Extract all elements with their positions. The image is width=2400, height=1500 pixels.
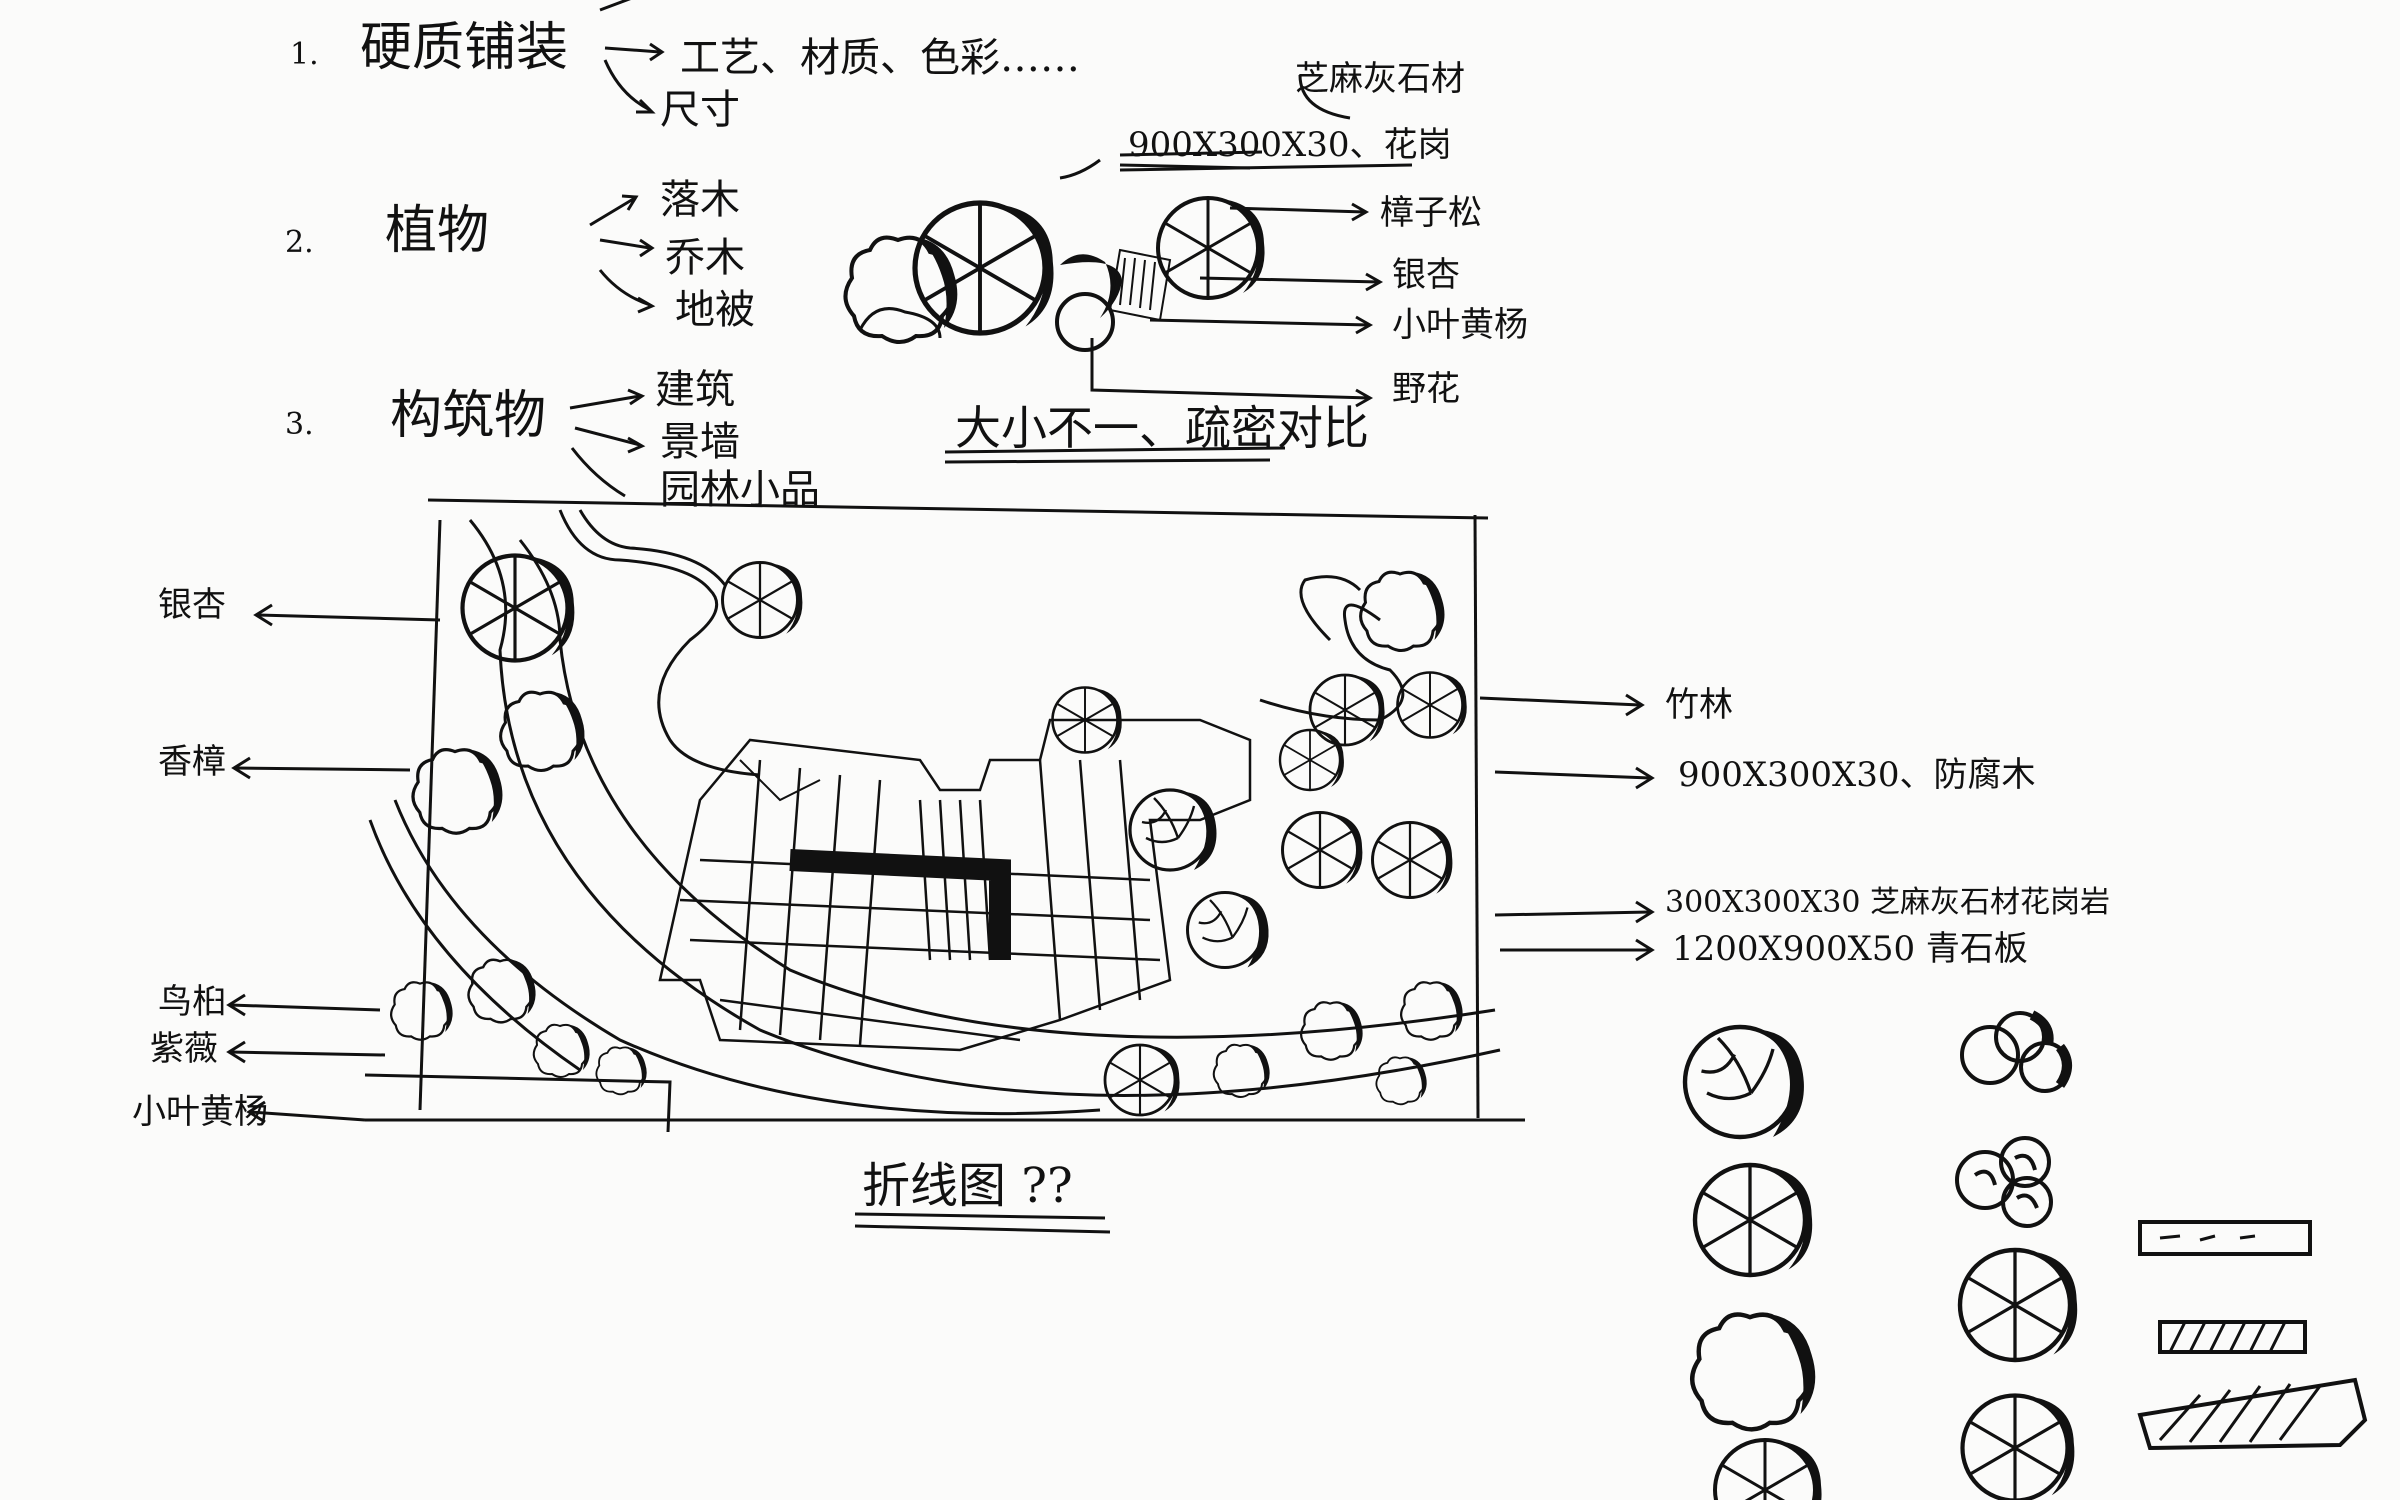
plan-label-tallow: 鸟桕 (158, 982, 226, 1022)
legend-label-boxwood: 小叶黄杨 (1392, 305, 1528, 345)
legend-size-note: 900X300X30、花岗 (1128, 125, 1452, 165)
outline-title-hard-paving: 硬质铺装 (360, 18, 569, 78)
outline-detail-groundcover: 地被 (675, 287, 755, 333)
plan-label-ginkgo: 银杏 (158, 585, 226, 625)
plan-label-camphor: 香樟 (158, 742, 226, 782)
plan-stream (558, 509, 1405, 777)
outline-detail-deciduous: 落木 (660, 177, 740, 223)
outline-detail-building: 建筑 (655, 367, 735, 413)
plan-label-boxwood: 小叶黄杨 (132, 1092, 268, 1132)
plan-trees (390, 556, 1469, 1117)
outline-num-3: 3. (285, 407, 314, 442)
plan-frame (364, 498, 1525, 1133)
outline-num-2: 2. (285, 225, 314, 260)
outline-detail-features: 园林小品 (660, 467, 820, 513)
plan-caption: 折线图 ?? (862, 1158, 1073, 1214)
plan-label-bluestone: 1200X900X50 青石板 (1672, 929, 2028, 969)
plan-label-arrows (226, 603, 1655, 1124)
legend-label-pine: 樟子松 (1380, 193, 1482, 233)
legend-caption: 大小不一、疏密对比 (955, 401, 1369, 455)
outline-detail-trees: 乔木 (665, 235, 745, 281)
plan-paving (658, 718, 1252, 1052)
outline-detail-size: 尺寸 (660, 87, 740, 133)
legend-top-note: 芝麻灰石材 (1295, 59, 1465, 99)
plan-label-deck: 900X300X30、防腐木 (1678, 755, 2036, 795)
underlines (854, 163, 1413, 1234)
plan-label-granite: 300X300X30 芝麻灰石材花岗岩 (1665, 885, 2110, 920)
plan-label-crape-myrtle: 紫薇 (150, 1029, 218, 1069)
legend-sketch-trees (843, 196, 1267, 352)
plan-label-bamboo: 竹林 (1665, 685, 1733, 725)
plan-walkway (368, 519, 1501, 1116)
outline-num-1: 1. (290, 37, 319, 72)
symbol-legend (1685, 1010, 2368, 1500)
legend-label-wildflower: 野花 (1392, 369, 1460, 409)
outline-title-plants: 植物 (385, 201, 490, 261)
outline-arrows (569, 0, 665, 498)
outline-title-structures: 构筑物 (390, 386, 547, 446)
legend-label-ginkgo: 银杏 (1392, 255, 1460, 295)
outline-detail-wall: 景墙 (660, 419, 740, 465)
outline-detail-craft: 工艺、材质、色彩…… (680, 35, 1080, 81)
